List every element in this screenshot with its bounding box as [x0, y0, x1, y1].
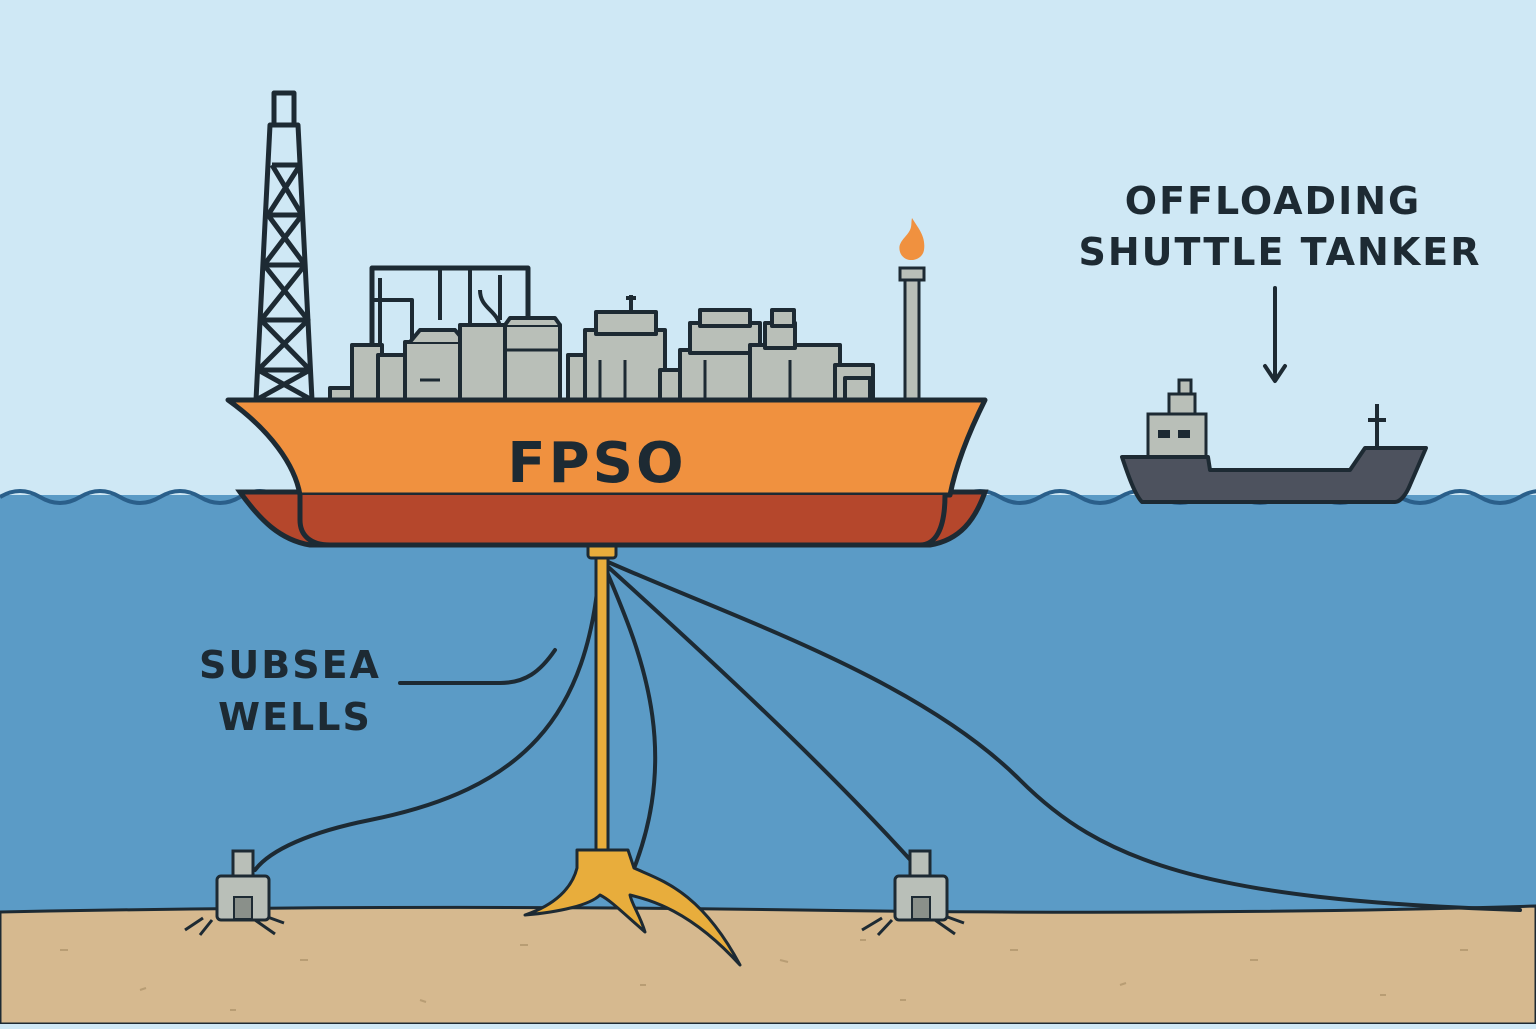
flowline-right-well [604, 563, 917, 867]
seabed [0, 904, 1536, 1026]
flare-flame-icon [899, 218, 925, 261]
riser-base-fan [523, 848, 742, 967]
flare-stack [898, 218, 926, 403]
subsea-well-left [184, 849, 285, 936]
wells-label-line1: SUBSEA [199, 643, 381, 687]
tanker-hull [1120, 446, 1428, 504]
fpso-vessel: FPSO [225, 90, 989, 548]
flowlines [253, 558, 1522, 912]
tanker-label-line1: OFFLOADING [1125, 179, 1421, 223]
riser [523, 520, 742, 967]
flowline-left-well [253, 558, 602, 872]
flowline-center-left [602, 563, 658, 902]
tanker-label-line2: SHUTTLE TANKER [1079, 230, 1482, 274]
tanker-callout: OFFLOADING SHUTTLE TANKER [1079, 179, 1482, 383]
wells-callout: SUBSEA WELLS [199, 643, 557, 739]
fpso-hull-bottom [297, 494, 948, 548]
subsea-well-right [861, 849, 965, 937]
sea [0, 495, 1536, 915]
wells-label-line2: WELLS [218, 695, 372, 739]
wells-leader-line [398, 648, 557, 685]
shuttle-tanker [1120, 378, 1428, 504]
seabed-speckles [60, 939, 1468, 1011]
tanker-arrow-icon [1263, 286, 1287, 383]
flowline-far-right [606, 560, 1522, 912]
fpso-label: FPSO [507, 431, 686, 496]
